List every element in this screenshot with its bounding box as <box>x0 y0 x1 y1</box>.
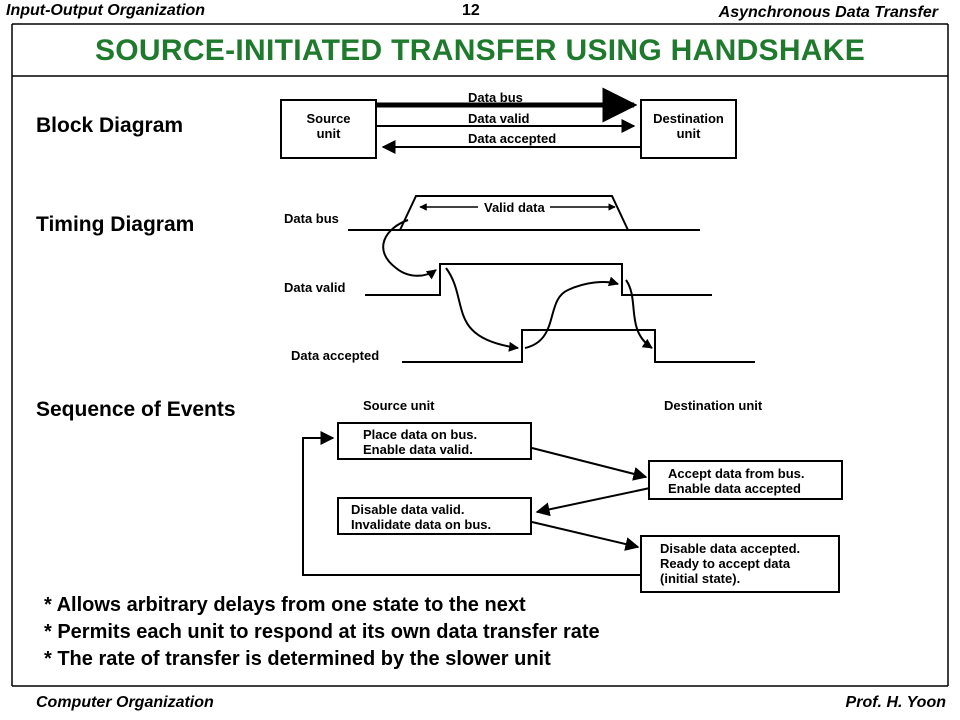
sequence-heading: Sequence of Events <box>36 398 236 421</box>
source-unit-column-heading: Source unit <box>363 398 435 413</box>
timing-data-accepted-wave <box>402 329 755 363</box>
step-4-text: Disable data accepted. Ready to accept d… <box>660 541 801 586</box>
seq-arrow-2-to-3 <box>535 487 651 517</box>
block-diagram-heading: Block Diagram <box>36 114 184 137</box>
block-label-data-valid: Data valid <box>468 111 530 126</box>
footer-left: Computer Organization <box>36 694 214 711</box>
note-1: * Allows arbitrary delays from one state… <box>44 594 526 616</box>
page-number: 12 <box>462 2 480 19</box>
timing-label-data-accepted: Data accepted <box>291 348 380 363</box>
step-3-box: Disable data valid. Invalidate data on b… <box>337 497 532 535</box>
timing-diagram-heading: Timing Diagram <box>36 213 195 236</box>
footer-right: Prof. H. Yoon <box>845 694 946 711</box>
curve-valid-off-to-accepted-off <box>625 279 653 349</box>
header-right: Asynchronous Data Transfer <box>718 4 938 21</box>
destination-unit-column-heading: Destination unit <box>664 398 763 413</box>
step-2-text: Accept data from bus. Enable data accept… <box>668 466 805 496</box>
step-4-box: Disable data accepted. Ready to accept d… <box>640 535 840 593</box>
note-3: * The rate of transfer is determined by … <box>44 648 551 670</box>
curve-bus-to-valid <box>382 219 437 280</box>
seq-arrow-3-to-4 <box>531 521 640 551</box>
step-3-text: Disable data valid. Invalidate data on b… <box>351 502 492 532</box>
page-title: SOURCE-INITIATED TRANSFER USING HANDSHAK… <box>94 34 866 67</box>
destination-unit-box: Destination unit <box>640 99 737 159</box>
header-left: Input-Output Organization <box>6 2 206 19</box>
seq-arrow-1-to-2 <box>531 447 648 481</box>
block-label-data-bus: Data bus <box>468 90 523 105</box>
timing-data-valid-wave <box>365 263 712 296</box>
seq-arrow-loop-back <box>302 431 640 576</box>
timing-label-data-valid: Data valid <box>284 280 346 295</box>
timing-label-data-bus: Data bus <box>284 211 339 226</box>
block-label-data-accepted: Data accepted <box>468 131 557 146</box>
destination-unit-label: Destination unit <box>653 111 724 141</box>
source-unit-label: Source unit <box>306 111 351 141</box>
step-1-box: Place data on bus. Enable data valid. <box>337 422 532 460</box>
curve-valid-to-accepted <box>445 267 519 352</box>
step-1-text: Place data on bus. Enable data valid. <box>363 427 478 457</box>
source-unit-box: Source unit <box>280 99 377 159</box>
curve-accepted-to-valid-off <box>524 276 619 349</box>
valid-data-label: Valid data <box>484 200 545 215</box>
note-2: * Permits each unit to respond at its ow… <box>44 621 600 643</box>
step-2-box: Accept data from bus. Enable data accept… <box>648 460 843 500</box>
